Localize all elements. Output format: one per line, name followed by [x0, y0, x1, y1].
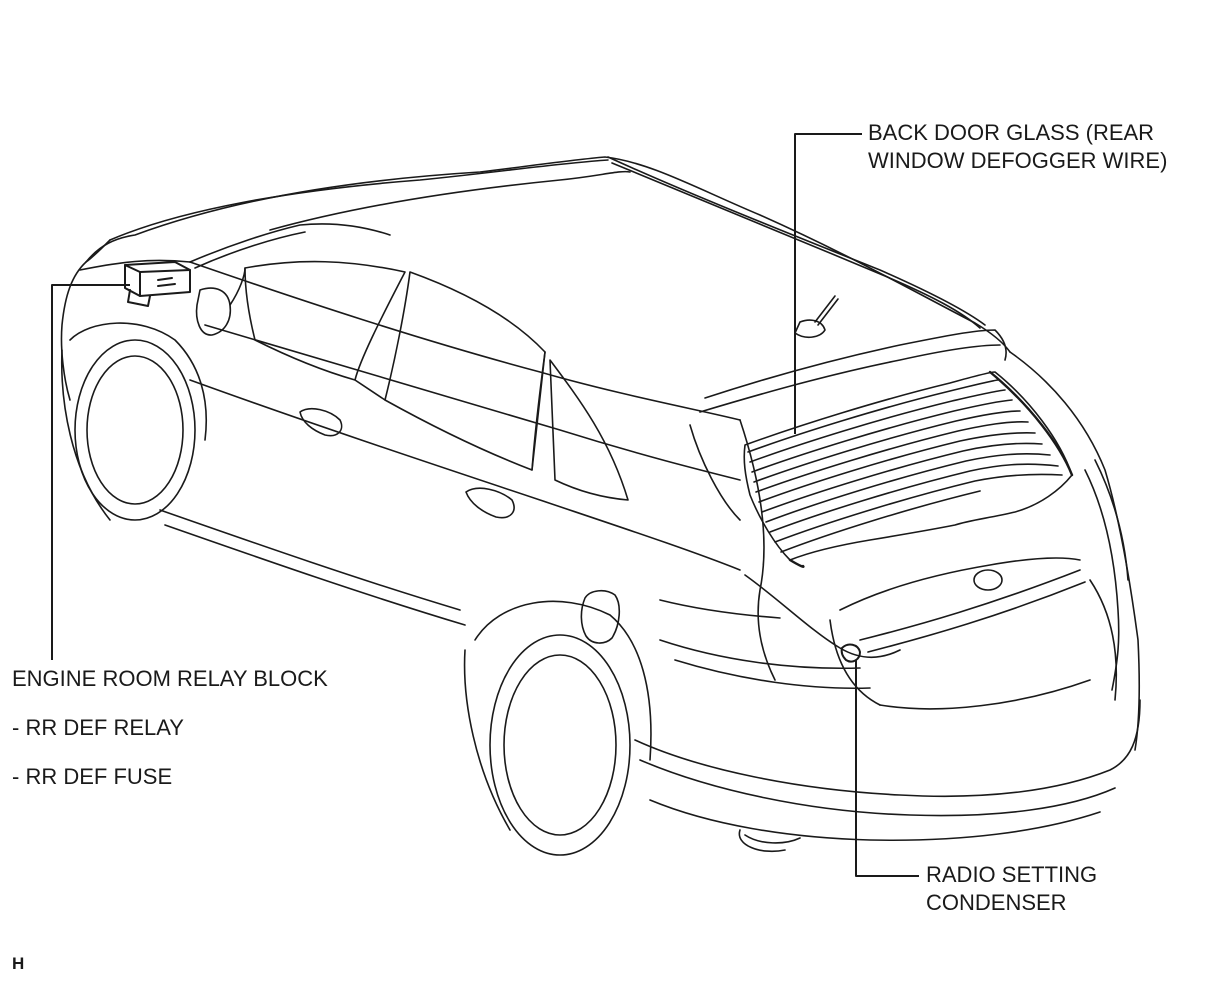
back-door-glass-label-line1: BACK DOOR GLASS (REAR [868, 120, 1155, 145]
rear-wheel [463, 600, 652, 856]
fuel-door [580, 589, 621, 644]
front-wheel [60, 322, 208, 521]
figure-code: H [12, 954, 25, 973]
side-mirror [195, 267, 246, 336]
car-body-outline [60, 156, 1141, 853]
leader-radio-setting-condenser [855, 660, 919, 877]
leader-lines [51, 133, 919, 877]
engine-room-relay-block-label: ENGINE ROOM RELAY BLOCK [12, 666, 328, 691]
radio-setting-condenser-label-line1: RADIO SETTING [926, 862, 1098, 887]
rr-def-fuse-label: - RR DEF FUSE [12, 764, 173, 789]
rear-window-defogger-glass [743, 370, 1074, 568]
door-handles [299, 408, 515, 519]
leader-back-door-glass [794, 133, 862, 434]
leader-engine-room-relay-block [51, 284, 130, 660]
back-door-glass-label: BACK DOOR GLASS (REAR WINDOW DEFOGGER WI… [868, 119, 1167, 175]
radio-setting-condenser-label-line2: CONDENSER [926, 890, 1067, 915]
side-windows [244, 260, 629, 501]
roof-antenna [794, 295, 839, 339]
radio-setting-condenser-label: RADIO SETTING CONDENSER [926, 861, 1097, 917]
engine-room-relay-block-component [124, 261, 191, 307]
back-door-glass-label-line2: WINDOW DEFOGGER WIRE) [868, 148, 1168, 173]
rr-def-relay-label: - RR DEF RELAY [12, 715, 184, 740]
